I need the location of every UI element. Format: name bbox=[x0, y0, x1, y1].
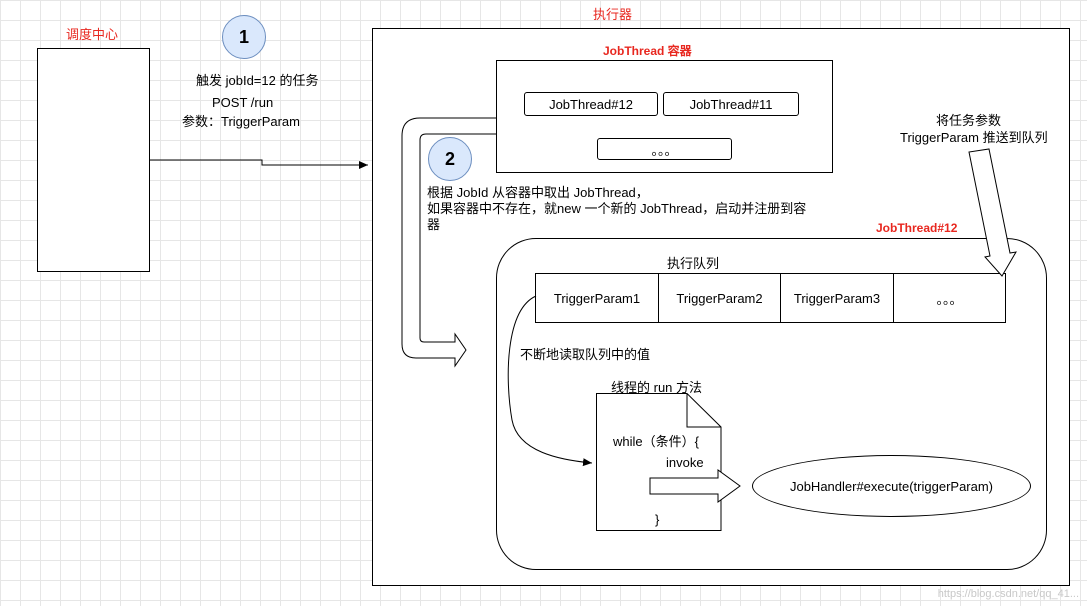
queue-item-ellipsis: 。。。 bbox=[936, 291, 963, 307]
step-2-badge: 2 bbox=[428, 137, 472, 181]
queue-item-1: TriggerParam1 bbox=[536, 274, 659, 322]
executor-title: 执行器 bbox=[593, 7, 633, 22]
queue-item-2: TriggerParam2 bbox=[659, 274, 781, 322]
watermark-text: https://blog.csdn.net/qq_41... bbox=[937, 588, 1079, 600]
container-ellipsis-slot: 。。。 bbox=[597, 138, 732, 160]
jobthread-11-slot: JobThread#11 bbox=[663, 92, 799, 116]
queue-title: 执行队列 bbox=[667, 256, 720, 271]
request-arrow bbox=[150, 159, 368, 169]
run-method-line1: while（条件）{ bbox=[613, 434, 699, 449]
step-1-badge: 1 bbox=[222, 15, 266, 59]
jobhandler-label: JobHandler#execute(triggerParam) bbox=[789, 478, 994, 494]
run-method-title: 线程的 run 方法 bbox=[611, 380, 703, 395]
trigger-label: 触发 jobId=12 的任务 bbox=[196, 73, 319, 88]
dispatch-center-box bbox=[37, 48, 150, 272]
queue-item-3: TriggerParam3 bbox=[781, 274, 894, 322]
step2-line2: 如果容器中不存在，就new 一个新的 JobThread，启动并注册到容 bbox=[427, 201, 807, 216]
post-run-label: POST /run bbox=[212, 95, 274, 110]
run-method-line3: } bbox=[655, 512, 660, 527]
container-title: JobThread 容器 bbox=[603, 44, 692, 58]
step2-line3: 器 bbox=[427, 217, 441, 232]
push-text-line1: 将任务参数 bbox=[936, 113, 1002, 128]
run-method-line2: invoke bbox=[666, 455, 704, 470]
push-text-line2: TriggerParam 推送到队列 bbox=[900, 130, 1048, 145]
read-queue-text: 不断地读取队列中的值 bbox=[520, 347, 651, 362]
jobthread12-title: JobThread#12 bbox=[876, 221, 958, 235]
param-label: 参数：TriggerParam bbox=[182, 114, 300, 129]
dispatch-center-title: 调度中心 bbox=[66, 27, 119, 42]
execution-queue: TriggerParam1 TriggerParam2 TriggerParam… bbox=[535, 273, 1006, 323]
jobthread-12-slot: JobThread#12 bbox=[524, 92, 658, 116]
jobhandler-ellipse: JobHandler#execute(triggerParam) bbox=[752, 455, 1031, 517]
